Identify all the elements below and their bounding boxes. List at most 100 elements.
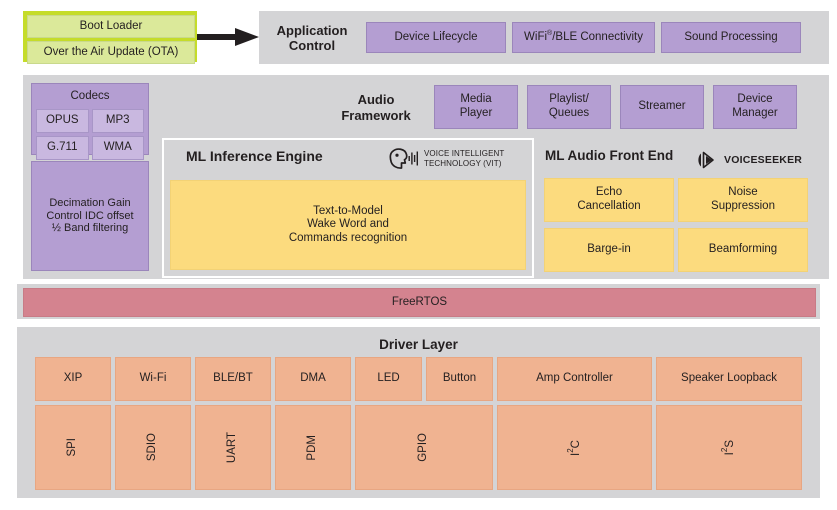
vit-logo: VOICE INTELLIGENT TECHNOLOGY (VIT) bbox=[388, 145, 524, 173]
driver-button-label: Button bbox=[442, 372, 477, 385]
driver-sdio[interactable]: SDIO bbox=[115, 405, 191, 490]
driver-i2s-label: I2S bbox=[720, 439, 737, 456]
codec-g711-label: G.711 bbox=[47, 141, 78, 154]
codec-opus[interactable]: OPUS bbox=[36, 109, 89, 133]
chip-sound-processing-label: Sound Processing bbox=[684, 30, 778, 43]
chip-streamer-label: Streamer bbox=[638, 100, 686, 113]
application-control-title: Application Control bbox=[276, 22, 348, 54]
codecs-title: Codecs bbox=[36, 88, 144, 106]
driver-led[interactable]: LED bbox=[355, 357, 422, 401]
chip-media-player-line2: Player bbox=[459, 107, 493, 119]
driver-wifi[interactable]: Wi-Fi bbox=[115, 357, 191, 401]
driver-dma-label: DMA bbox=[300, 372, 326, 385]
driver-i2c[interactable]: I2C bbox=[497, 405, 652, 490]
application-control-title-line1: Application bbox=[276, 22, 348, 38]
voiceseeker-logo-text: VOICESEEKER bbox=[724, 154, 803, 166]
driver-amp-controller-label: Amp Controller bbox=[536, 372, 613, 385]
rtos-panel: FreeRTOS bbox=[17, 284, 820, 319]
arrow-right-icon bbox=[197, 28, 259, 46]
vit-logo-text: VOICE INTELLIGENT TECHNOLOGY (VIT) bbox=[424, 149, 504, 169]
chip-device-lifecycle-label: Device Lifecycle bbox=[394, 30, 478, 43]
codec-g711[interactable]: G.711 bbox=[36, 136, 89, 160]
chip-device-lifecycle[interactable]: Device Lifecycle bbox=[366, 22, 506, 53]
driver-xip[interactable]: XIP bbox=[35, 357, 111, 401]
driver-pdm-label: PDM bbox=[306, 434, 319, 461]
codec-wma[interactable]: WMA bbox=[91, 136, 144, 160]
chip-wifi-ble-label: WiFi®/BLE Connectivity bbox=[524, 30, 643, 44]
chip-streamer[interactable]: Streamer bbox=[620, 85, 704, 129]
audio-framework-title: Audio Framework bbox=[330, 85, 422, 130]
driver-spi-label: SPI bbox=[66, 438, 79, 457]
driver-button[interactable]: Button bbox=[426, 357, 493, 401]
boot-loader-group: Boot Loader Over the Air Update (OTA) bbox=[23, 11, 197, 64]
codec-opus-label: OPUS bbox=[45, 114, 79, 127]
head-voice-waveform-icon bbox=[388, 147, 422, 171]
afe-noise-line2: Suppression bbox=[711, 200, 775, 212]
codecs-group: Codecs OPUS MP3 G.711 WMA bbox=[31, 83, 149, 160]
boot-loader-box[interactable]: Boot Loader bbox=[27, 15, 195, 38]
driver-uart[interactable]: UART bbox=[195, 405, 271, 490]
ml-inference-body-line2: Wake Word and bbox=[307, 218, 389, 231]
afe-beam-label: Beamforming bbox=[708, 243, 778, 256]
driver-gpio-label: GPIO bbox=[417, 433, 430, 462]
decimation-block[interactable]: Decimation Gain Control IDC offset ½ Ban… bbox=[31, 161, 149, 271]
afe-noise-suppression[interactable]: Noise Suppression bbox=[678, 178, 808, 222]
ml-audio-front-end-title: ML Audio Front End bbox=[545, 148, 673, 163]
ota-label: Over the Air Update (OTA) bbox=[43, 45, 179, 58]
driver-speaker-loopback[interactable]: Speaker Loopback bbox=[656, 357, 802, 401]
driver-xip-label: XIP bbox=[63, 372, 83, 385]
decimation-line3: ½ Band filtering bbox=[51, 222, 129, 235]
driver-pdm[interactable]: PDM bbox=[275, 405, 351, 490]
ota-box[interactable]: Over the Air Update (OTA) bbox=[27, 41, 195, 64]
audio-framework-title-line2: Framework bbox=[341, 107, 411, 123]
chip-wifi-ble-connectivity[interactable]: WiFi®/BLE Connectivity bbox=[512, 22, 655, 53]
driver-dma[interactable]: DMA bbox=[275, 357, 351, 401]
vit-logo-line1: VOICE INTELLIGENT bbox=[424, 149, 505, 158]
driver-speaker-loopback-label: Speaker Loopback bbox=[681, 372, 777, 385]
ml-audio-front-end-title-label: ML Audio Front End bbox=[545, 148, 674, 163]
freertos-label: FreeRTOS bbox=[391, 295, 448, 308]
voiceseeker-arrow-icon bbox=[698, 151, 724, 169]
decimation-line1: Decimation Gain bbox=[49, 196, 131, 209]
driver-amp-controller[interactable]: Amp Controller bbox=[497, 357, 652, 401]
chip-media-player[interactable]: Media Player bbox=[434, 85, 518, 129]
afe-echo-cancellation[interactable]: Echo Cancellation bbox=[544, 178, 674, 222]
ml-inference-engine-title-label: ML Inference Engine bbox=[186, 148, 323, 164]
chip-sound-processing[interactable]: Sound Processing bbox=[661, 22, 801, 53]
afe-barge-label: Barge-in bbox=[587, 243, 631, 256]
ml-inference-body-line3: Commands recognition bbox=[288, 231, 408, 244]
codec-wma-label: WMA bbox=[103, 141, 132, 154]
driver-i2c-label: I2C bbox=[565, 439, 582, 456]
driver-sdio-label: SDIO bbox=[146, 433, 159, 462]
audio-framework-title-line1: Audio bbox=[357, 92, 395, 108]
freertos-bar[interactable]: FreeRTOS bbox=[23, 288, 816, 317]
chip-device-manager-line2: Manager bbox=[732, 107, 778, 119]
driver-gpio[interactable]: GPIO bbox=[355, 405, 493, 490]
ml-inference-engine-title: ML Inference Engine bbox=[186, 148, 323, 164]
codecs-grid: OPUS MP3 G.711 WMA bbox=[36, 109, 144, 160]
codec-mp3[interactable]: MP3 bbox=[91, 109, 144, 133]
vit-logo-line2: TECHNOLOGY (VIT) bbox=[424, 159, 502, 168]
driver-i2s[interactable]: I2S bbox=[656, 405, 802, 490]
driver-layer-title-label: Driver Layer bbox=[379, 337, 458, 353]
application-control-title-line2: Control bbox=[288, 38, 336, 53]
chip-device-manager[interactable]: Device Manager bbox=[713, 85, 797, 129]
boot-loader-label: Boot Loader bbox=[79, 19, 143, 32]
driver-uart-label: UART bbox=[226, 431, 239, 464]
afe-noise-line1: Noise bbox=[728, 186, 758, 199]
chip-playlist-queues[interactable]: Playlist/ Queues bbox=[527, 85, 611, 129]
afe-beamforming[interactable]: Beamforming bbox=[678, 228, 808, 272]
chip-playlist-queues-line1: Playlist/ bbox=[549, 93, 589, 106]
decimation-line2: Control IDC offset bbox=[46, 209, 134, 222]
ml-inference-body-block[interactable]: Text-to-Model Wake Word and Commands rec… bbox=[170, 180, 526, 270]
ml-inference-body-line1: Text-to-Model bbox=[313, 204, 383, 217]
driver-spi[interactable]: SPI bbox=[35, 405, 111, 490]
driver-ble-bt[interactable]: BLE/BT bbox=[195, 357, 271, 401]
afe-echo-line2: Cancellation bbox=[577, 200, 641, 212]
chip-media-player-line1: Media bbox=[460, 93, 492, 106]
chip-playlist-queues-line2: Queues bbox=[548, 107, 590, 119]
voiceseeker-logo: VOICESEEKER bbox=[698, 149, 824, 171]
driver-ble-bt-label: BLE/BT bbox=[213, 372, 253, 385]
afe-barge-in[interactable]: Barge-in bbox=[544, 228, 674, 272]
